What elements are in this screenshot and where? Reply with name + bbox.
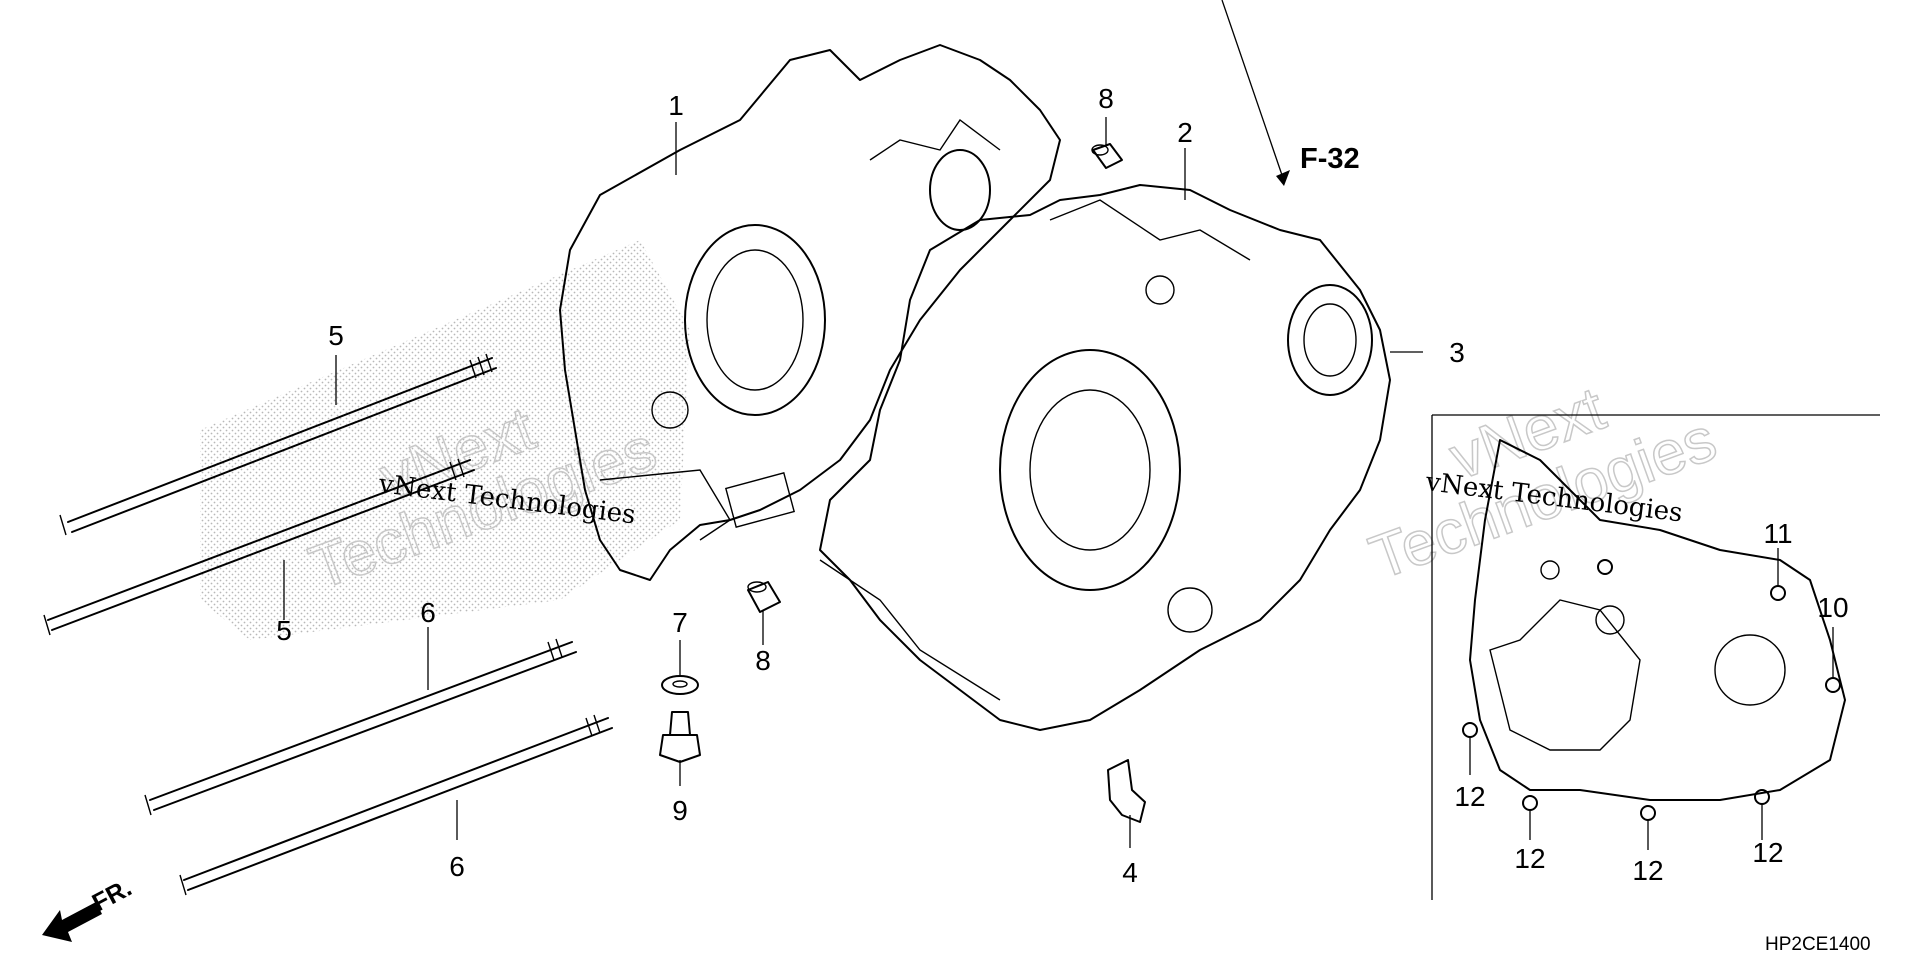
callout-5b: 5	[276, 615, 292, 646]
callout-7: 7	[672, 607, 688, 638]
callout-6b: 6	[449, 851, 465, 882]
dowel-pin-bottom	[747, 581, 781, 613]
leader-lines	[283, 0, 1834, 850]
drain-bolt	[659, 711, 701, 763]
callout-3: 3	[1449, 337, 1465, 368]
drawing-code: HP2CE1400	[1765, 934, 1871, 955]
crankcase-gasket	[1469, 439, 1846, 801]
callout-12c: 12	[1632, 855, 1663, 886]
cable-clamp	[1107, 759, 1146, 823]
front-direction-arrow: FR.	[42, 874, 136, 942]
reference-label-f32: F-32	[1300, 143, 1360, 175]
callout-11: 11	[1763, 518, 1792, 549]
stud-bolt-6b	[179, 714, 613, 896]
callout-9: 9	[672, 795, 688, 826]
sealing-washer	[661, 675, 699, 695]
gasket-inset-frame	[1431, 414, 1880, 900]
callout-5a: 5	[328, 320, 344, 351]
callout-12b: 12	[1514, 843, 1545, 874]
callout-8b: 8	[755, 645, 771, 676]
callout-10: 10	[1817, 592, 1848, 623]
dowel-pin-top	[1091, 143, 1123, 169]
callout-8a: 8	[1098, 83, 1114, 114]
dotted-shade-region	[200, 240, 690, 640]
callout-12a: 12	[1454, 781, 1485, 812]
gasket-bolt-holes	[1462, 559, 1841, 821]
right-crankcase	[819, 184, 1391, 731]
stud-bolt-5b	[43, 458, 475, 636]
stud-bolt-5a	[59, 353, 497, 536]
f32-arrowhead	[1276, 170, 1290, 186]
callout-2: 2	[1177, 117, 1193, 148]
left-crankcase	[559, 44, 1061, 581]
callout-labels: 1 2 3 4 5 5 6 6 7 8 8 9 10 11 12 12 12 1…	[276, 83, 1848, 888]
stud-bolt-6a	[144, 638, 577, 816]
callout-4: 4	[1122, 857, 1138, 888]
callout-1: 1	[668, 90, 684, 121]
callout-12d: 12	[1752, 837, 1783, 868]
callout-6a: 6	[420, 597, 436, 628]
